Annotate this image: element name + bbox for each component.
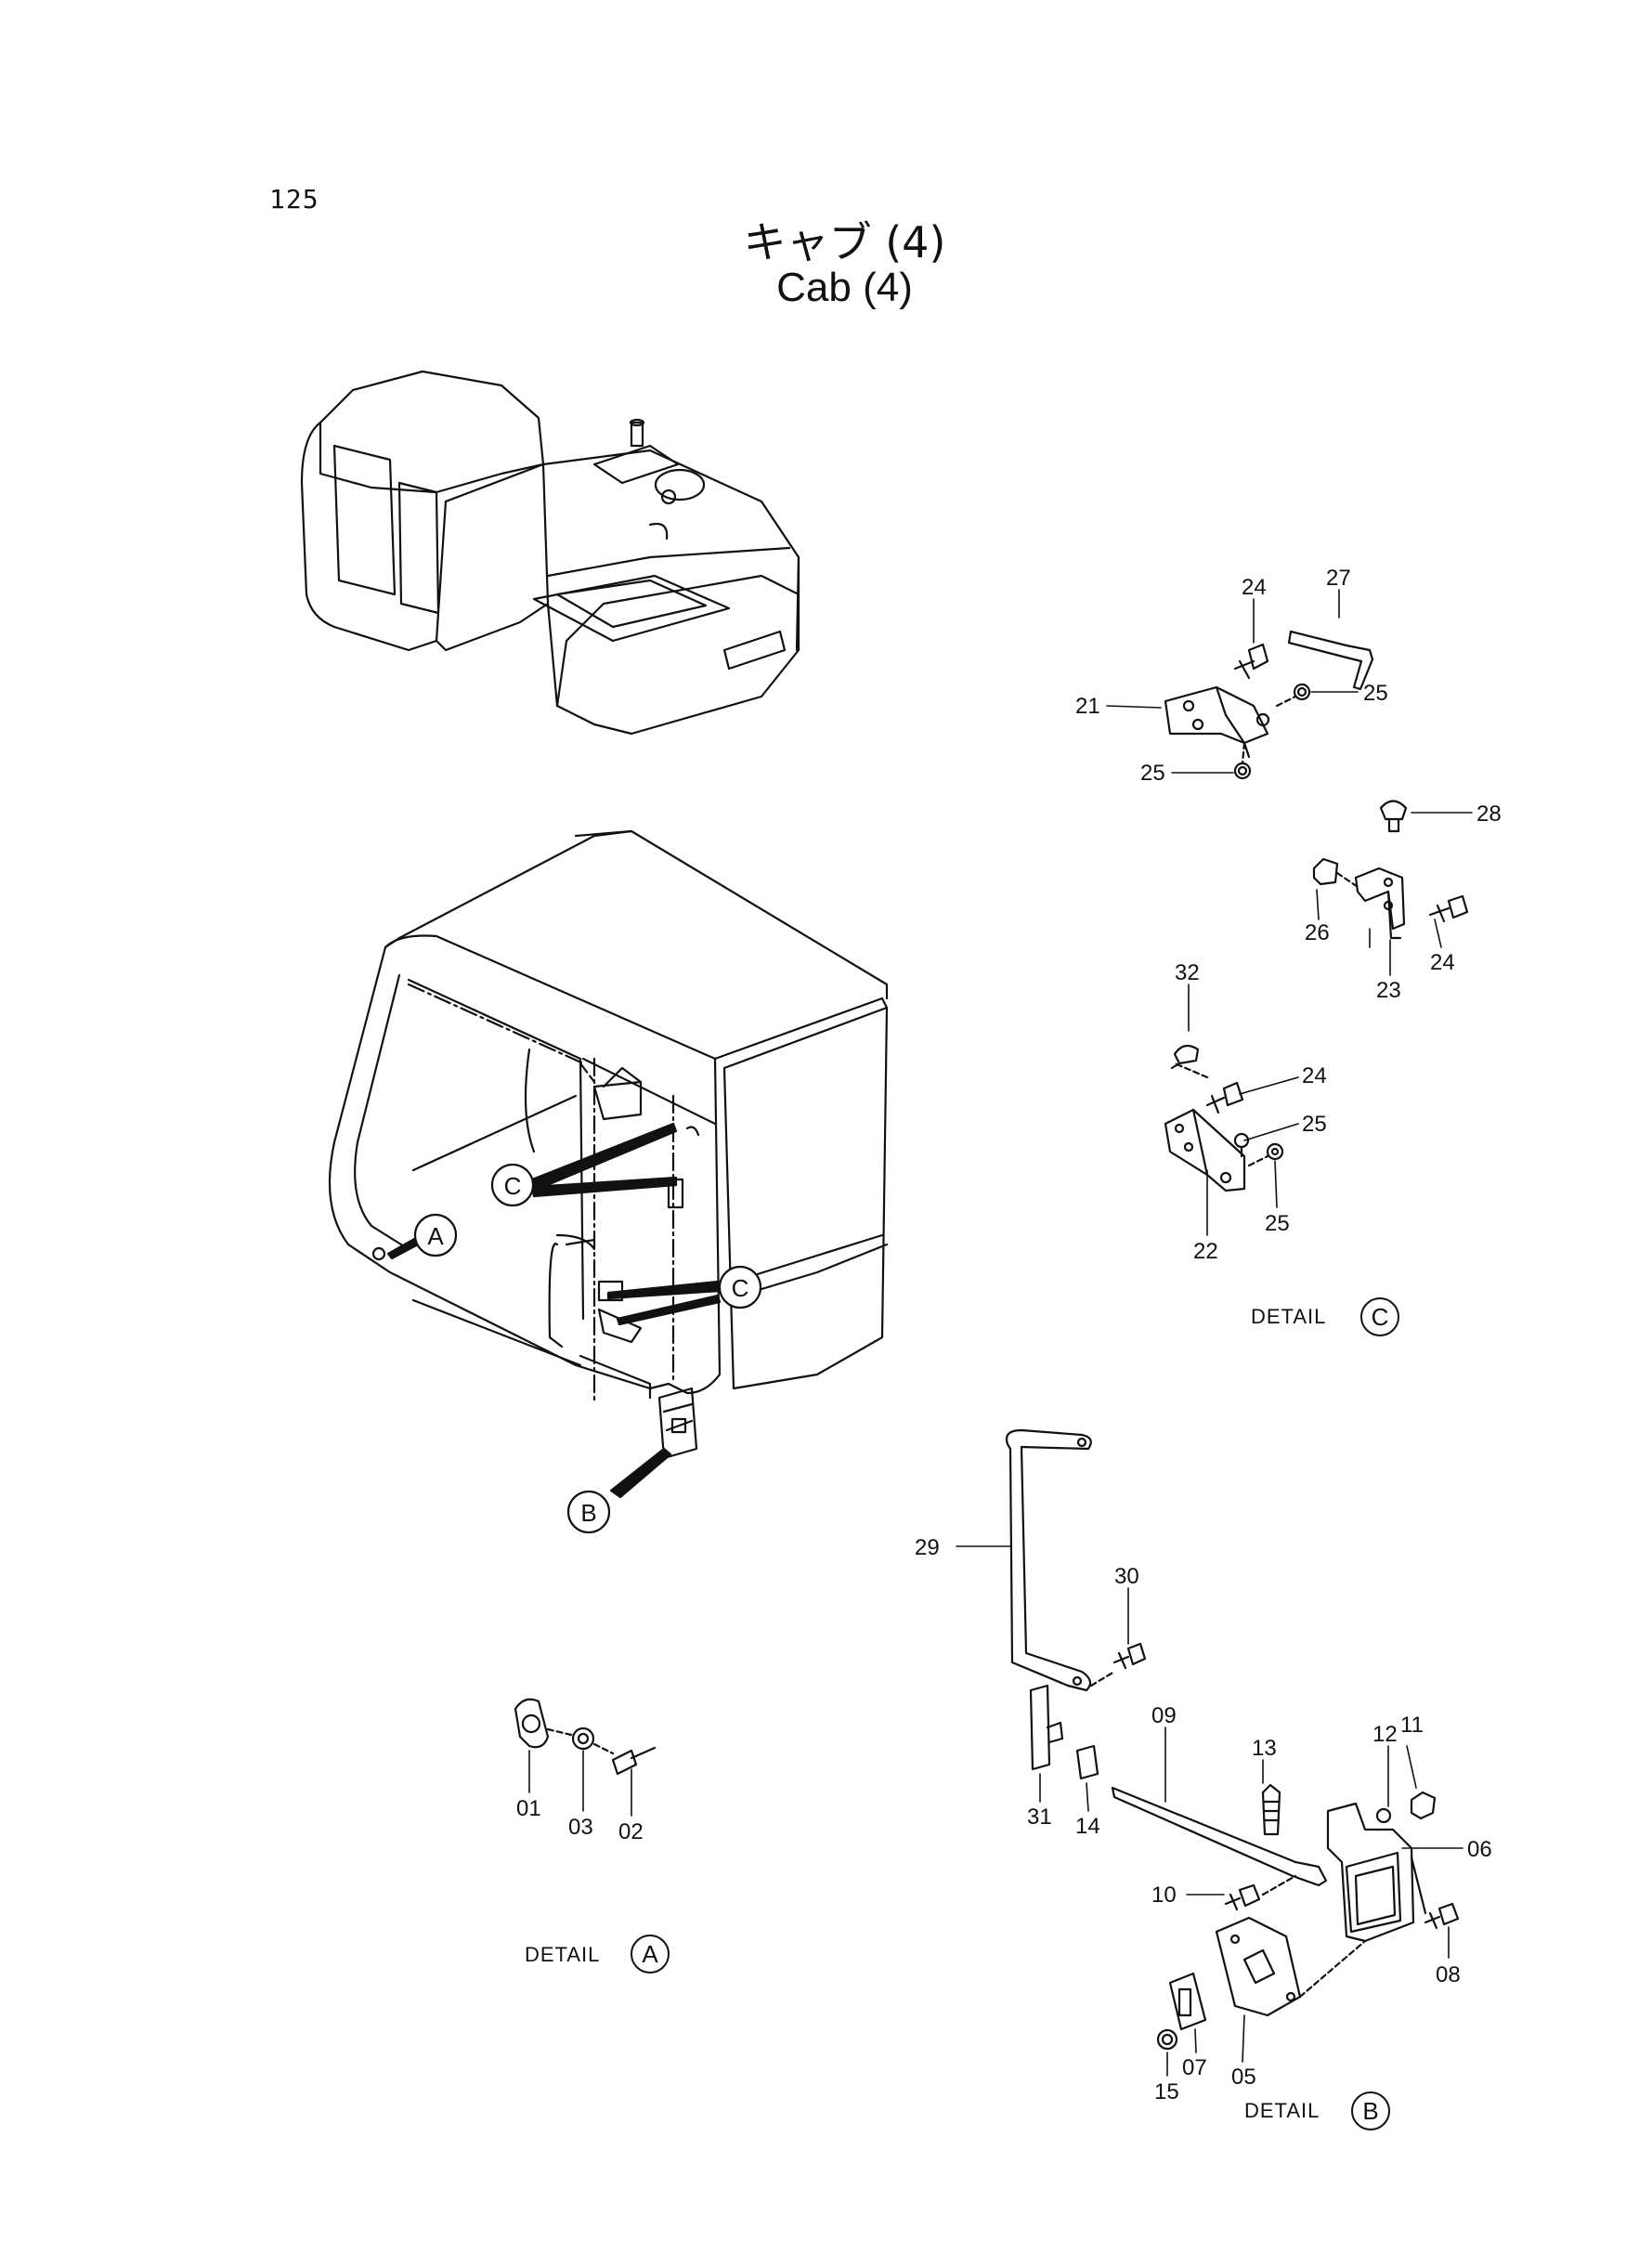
detail-b-illustration [1005, 1428, 1460, 2051]
part-label-25: 25 [1140, 761, 1165, 786]
part-label-30: 30 [1114, 1564, 1139, 1589]
detail-label-a: DETAIL A [525, 1935, 670, 1974]
part-label-03: 03 [568, 1815, 593, 1840]
part-label-21: 21 [1075, 694, 1100, 719]
part-label-07: 07 [1182, 2055, 1207, 2080]
svg-text:A: A [427, 1222, 444, 1250]
part-label-24: 24 [1302, 1063, 1327, 1088]
detail-c-illustration [1164, 630, 1469, 1192]
part-label-26: 26 [1305, 920, 1330, 945]
svg-text:C: C [1372, 1303, 1389, 1331]
page-number: 125 [269, 184, 319, 215]
title-japanese: キャブ (4) [743, 217, 946, 267]
callout-circle-c-1: C [490, 1163, 535, 1207]
part-label-24: 24 [1242, 575, 1267, 600]
part-label-05: 05 [1231, 2065, 1256, 2090]
svg-text:A: A [642, 1940, 658, 1968]
part-label-08: 08 [1436, 1962, 1461, 1987]
svg-text:C: C [504, 1172, 522, 1200]
part-label-02: 02 [618, 1819, 644, 1844]
part-label-25: 25 [1363, 681, 1388, 706]
svg-text:DETAIL: DETAIL [1244, 2099, 1320, 2122]
part-label-11: 11 [1400, 1713, 1424, 1738]
part-label-15: 15 [1154, 2079, 1179, 2104]
detail-a-illustration [514, 1698, 657, 1776]
part-label-22: 22 [1193, 1239, 1218, 1264]
part-leader-lines [528, 589, 1473, 2077]
detail-label-b: DETAIL B [1244, 2091, 1390, 2130]
part-label-06: 06 [1467, 1837, 1492, 1862]
callout-circle-c-2: C [718, 1265, 762, 1309]
cab-main-illustration [328, 829, 889, 1460]
callout-circle-a: A [413, 1213, 458, 1257]
part-label-25: 25 [1265, 1211, 1290, 1236]
callout-leaders [386, 1122, 722, 1499]
part-label-29: 29 [915, 1535, 940, 1560]
part-label-24: 24 [1430, 950, 1455, 975]
part-label-01: 01 [516, 1796, 541, 1821]
detail-label-c: DETAIL C [1251, 1297, 1399, 1336]
part-label-12: 12 [1372, 1722, 1398, 1747]
svg-text:C: C [732, 1274, 749, 1302]
title-english: Cab (4) [776, 265, 913, 310]
svg-text:DETAIL: DETAIL [1251, 1305, 1326, 1328]
part-label-10: 10 [1151, 1883, 1177, 1908]
callout-circle-b: B [566, 1490, 611, 1534]
svg-text:B: B [1362, 2097, 1378, 2125]
part-label-09: 09 [1151, 1703, 1177, 1728]
svg-text:B: B [580, 1499, 596, 1527]
part-label-28: 28 [1476, 801, 1502, 827]
part-number-labels: 24 27 21 25 25 28 26 24 23 32 24 25 25 2… [516, 566, 1502, 2104]
part-label-25: 25 [1302, 1112, 1327, 1137]
svg-text:DETAIL: DETAIL [525, 1943, 600, 1966]
part-label-31: 31 [1027, 1804, 1052, 1830]
part-label-32: 32 [1175, 960, 1200, 985]
machine-overview-illustration [300, 370, 800, 736]
part-label-27: 27 [1326, 566, 1351, 591]
part-label-14: 14 [1075, 1814, 1100, 1839]
part-label-23: 23 [1376, 978, 1401, 1003]
part-label-13: 13 [1252, 1736, 1277, 1761]
